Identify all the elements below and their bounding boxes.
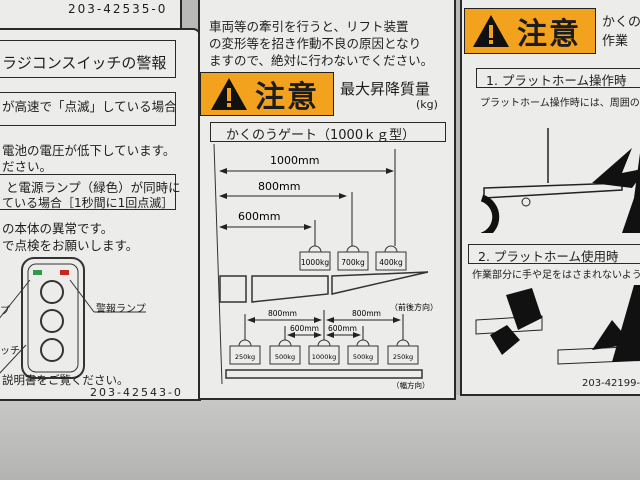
wall-background: [0, 395, 640, 480]
header-side-text: 作業: [602, 34, 629, 49]
condition-text-2: ている場合［1秒間に1回点滅］: [2, 196, 174, 210]
gate-type-box: [210, 122, 446, 142]
intro-text: の変形等を招き作動不良の原因となり: [209, 36, 422, 51]
weight-block: 400kg: [375, 245, 407, 271]
gate-type: かくのうゲート（1000ｋｇ型）: [226, 128, 416, 143]
section2-text: 作業部分に手や足をはさまれないよう注: [472, 270, 640, 281]
weight-block: 250kg: [229, 339, 261, 365]
warning-lamp-label: 警報ランプ: [96, 304, 146, 315]
warning-triangle-icon: [473, 15, 509, 47]
warning-lamp: [60, 270, 69, 275]
label-code: 203-42199-0: [582, 378, 640, 389]
direction-label: （幅方向）: [392, 380, 430, 390]
caution-word: 注意: [255, 80, 319, 115]
intro-text: 車両等の牽引を行うと、リフト装置: [209, 19, 409, 34]
direction-label: （前後方向）: [390, 302, 438, 312]
header-side-text: かくの: [602, 15, 640, 30]
power-lamp-label: プ: [0, 306, 10, 317]
pinch-hazard-illustration: [475, 285, 640, 365]
weight-block: 1000kg: [299, 245, 331, 271]
label-code: 203-42535-0: [68, 2, 168, 16]
section1-text: プラットホーム操作時には、周囲の: [480, 98, 640, 109]
weight-label: 1000kg: [301, 258, 329, 267]
load-diagram: 1000mm 800mm 600mm 1000kg 700kg 400kg （前後方…: [213, 144, 438, 390]
dim-label: 600mm: [238, 210, 280, 223]
section2-title-box: [468, 244, 640, 264]
weight-label: 400kg: [379, 258, 403, 267]
dim-label: 600mm: [328, 324, 357, 333]
instruction-text: 電池の電圧が低下しています。: [2, 143, 176, 158]
power-lamp: [33, 270, 42, 275]
remote-switch-warning-label: ラジコンスイッチの警報 が高速で「点滅」している場合 電池の電圧が低下しています…: [0, 28, 201, 401]
condition-box-1: [0, 92, 176, 126]
condition-text-2: と電源ランプ（緑色）が同時に: [6, 180, 181, 195]
section1-title: 1. プラットホーム操作時: [486, 73, 627, 88]
weight-label: 700kg: [341, 258, 365, 267]
condition-text-1: が高速で「点滅」している場合: [2, 99, 177, 114]
unit-label: (kg): [416, 98, 438, 111]
weight-block: 250kg: [387, 339, 419, 365]
instruction-text: ださい。: [2, 159, 53, 174]
instruction-text: の本体の異常です。: [2, 221, 114, 236]
weight-label: 500kg: [353, 353, 373, 361]
label-code: 203-42543-0: [90, 386, 183, 399]
remote-control-illustration: [0, 257, 146, 379]
warning-triangle-icon: [211, 78, 247, 110]
section2-title: 2. プラットホーム使用時: [478, 249, 619, 264]
condition-box-2: [0, 174, 176, 210]
intro-text: ますので、絶対に行わないでください。: [209, 53, 434, 68]
weight-label: 250kg: [235, 353, 255, 361]
weight-block: 700kg: [337, 245, 369, 271]
dim-label: 800mm: [268, 309, 297, 318]
max-load-caution-label: 車両等の牽引を行うと、リフト装置 の変形等を招き作動不良の原因となり ますので、…: [198, 0, 456, 400]
caution-word: 注意: [517, 17, 581, 52]
dim-label: 1000mm: [270, 154, 319, 167]
title-box: [0, 40, 176, 78]
label-title: ラジコンスイッチの警報: [2, 54, 167, 72]
caution-header: 注意: [200, 72, 334, 116]
weight-label: 500kg: [275, 353, 295, 361]
max-load-title: 最大昇降質量: [340, 80, 431, 98]
manual-text: 説明書をご覧ください。: [2, 373, 129, 387]
platform-caution-label: 注意 かくの 作業 1. プラットホーム操作時 プラットホーム操作時には、周囲の…: [460, 0, 640, 396]
weight-label: 1000kg: [312, 353, 336, 361]
instruction-text: で点検をお願いします。: [2, 238, 139, 253]
platform-operation-illustration: [480, 128, 640, 233]
weight-block: 500kg: [269, 339, 301, 365]
weight-block: 500kg: [347, 339, 379, 365]
weight-label: 250kg: [393, 353, 413, 361]
section1-title-box: [476, 68, 640, 88]
dim-label: 800mm: [258, 180, 300, 193]
caution-header: 注意: [464, 8, 596, 54]
switch-label: ッチ: [0, 346, 20, 357]
dim-label: 600mm: [290, 324, 319, 333]
weight-block: 1000kg: [308, 339, 340, 365]
dim-label: 800mm: [352, 309, 381, 318]
